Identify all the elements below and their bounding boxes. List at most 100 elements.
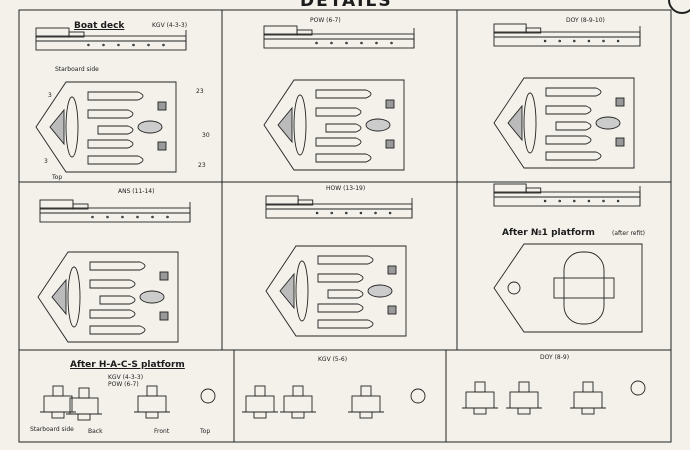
callout-3: 30 bbox=[202, 132, 210, 139]
p4-deck-hatch bbox=[51, 278, 67, 316]
p6-side-port bbox=[543, 199, 547, 203]
page-number-circle bbox=[668, 0, 690, 14]
p1-side-hull bbox=[35, 35, 187, 51]
p4-deck-boat-1 bbox=[89, 279, 136, 289]
p2-deck-locker-b bbox=[385, 139, 395, 149]
p7-front-body bbox=[137, 395, 167, 413]
p9-a-top bbox=[474, 381, 486, 393]
p1-deck-hatch bbox=[49, 108, 65, 146]
p2-deck-funnel bbox=[293, 94, 307, 156]
p3-side-port bbox=[558, 39, 561, 43]
p9-c-leg bbox=[581, 407, 595, 415]
p1-deck-boat-3 bbox=[87, 139, 134, 149]
p1-deck-funnel bbox=[65, 96, 79, 158]
p1-side-port bbox=[117, 43, 120, 47]
p3-deck-boat-1 bbox=[545, 105, 592, 115]
p4-side-port bbox=[91, 215, 94, 219]
p3-code: DOY (8-9-10) bbox=[566, 17, 605, 24]
p7-title: After H-A-C-S platform bbox=[70, 360, 185, 370]
p4-side-port bbox=[121, 215, 124, 219]
p1-deck-outline bbox=[35, 81, 177, 173]
p6-side-port bbox=[602, 199, 605, 203]
p1-deck-boat-1 bbox=[87, 109, 134, 119]
p4-deck-funnel bbox=[67, 266, 81, 328]
p7-view-back: Back bbox=[88, 428, 103, 435]
page-title: DETAILS bbox=[300, 0, 393, 11]
p2-side-port bbox=[360, 41, 363, 45]
p2-deck-boat-1 bbox=[315, 107, 362, 117]
p1-side-port bbox=[162, 43, 165, 47]
p5-deck-locker-b bbox=[387, 305, 397, 315]
p5-deck-boat-0 bbox=[317, 255, 374, 265]
p1-side-port bbox=[102, 43, 105, 47]
p4-side-house bbox=[72, 203, 89, 210]
p8-code: KGV (5-6) bbox=[318, 356, 348, 363]
p3-deck-outline bbox=[493, 77, 635, 169]
p4-deck-skid bbox=[139, 290, 165, 304]
p7-side-body bbox=[43, 395, 73, 413]
p6-side-port bbox=[573, 199, 576, 203]
p1-side-house bbox=[68, 31, 85, 38]
p4-side-port bbox=[151, 215, 154, 219]
p6-plan-outline bbox=[493, 243, 643, 333]
p3-deck-boat-0 bbox=[545, 87, 602, 97]
p9-b-leg bbox=[517, 407, 531, 415]
p2-deck-boat-4 bbox=[315, 153, 372, 163]
p3-deck-boat-4 bbox=[545, 151, 602, 161]
p3-side-port bbox=[616, 39, 620, 43]
p5-deck-boat-1 bbox=[317, 273, 364, 283]
p2-deck-boat-0 bbox=[315, 89, 372, 99]
p6-side-port bbox=[616, 199, 620, 203]
p7-view-top: Top bbox=[200, 428, 211, 435]
p8-a-body bbox=[245, 395, 275, 413]
p3-deck-boat-3 bbox=[545, 135, 592, 145]
p2-deck-boat-3 bbox=[315, 137, 362, 147]
p7-side-leg bbox=[51, 411, 65, 419]
p5-side-port bbox=[315, 211, 319, 215]
p3-deck-funnel bbox=[523, 92, 537, 154]
p2-deck-skid bbox=[365, 118, 391, 132]
p7-front-top bbox=[146, 385, 158, 397]
p5-side-port bbox=[345, 211, 348, 215]
callout-1: 3 bbox=[48, 92, 52, 99]
p1-top-label: Top bbox=[52, 174, 63, 181]
p1-side-port bbox=[87, 43, 90, 47]
p8-c-body bbox=[351, 395, 381, 413]
p3-side-hull bbox=[493, 31, 641, 47]
p2-deck-boat-2 bbox=[325, 123, 362, 133]
p3-deck-locker-a bbox=[615, 97, 625, 107]
p5-deck-locker-a bbox=[387, 265, 397, 275]
p4-deck-locker-a bbox=[159, 271, 169, 281]
p2-side-house bbox=[296, 29, 313, 36]
p8-a-top bbox=[254, 385, 266, 397]
p8-top-ring bbox=[410, 388, 426, 404]
p9-top-ring bbox=[630, 380, 646, 396]
p7-back-top bbox=[78, 387, 90, 399]
p1-deck-boat-4 bbox=[87, 155, 144, 165]
p3-side-port bbox=[543, 39, 547, 43]
p6-plan-crossbar bbox=[553, 277, 615, 299]
p4-deck-boat-2 bbox=[99, 295, 136, 305]
p1-code: KGV (4-3-3) bbox=[152, 22, 188, 29]
boat-deck-title: Boat deck bbox=[74, 21, 125, 31]
p2-side-hull bbox=[263, 33, 415, 49]
p6-side-hull bbox=[493, 191, 641, 207]
p4-side-port bbox=[136, 215, 139, 219]
p5-deck-boat-3 bbox=[317, 303, 364, 313]
p6-plan-platform bbox=[563, 251, 605, 325]
p6-note: (after refit) bbox=[612, 230, 645, 237]
p1-deck-skid bbox=[137, 120, 163, 134]
p1-deck-boat-0 bbox=[87, 91, 144, 101]
p7-top-ring bbox=[200, 388, 216, 404]
p4-deck-boat-3 bbox=[89, 309, 136, 319]
p2-deck-hatch bbox=[277, 106, 293, 144]
p7-code1: KGV (4-3-3) bbox=[108, 374, 144, 381]
p8-b-top bbox=[292, 385, 304, 397]
p3-deck-skid bbox=[595, 116, 621, 130]
p2-code: POW (6-7) bbox=[310, 17, 341, 24]
p9-a-leg bbox=[473, 407, 487, 415]
p4-deck-locker-b bbox=[159, 311, 169, 321]
p3-deck-locker-b bbox=[615, 137, 625, 147]
